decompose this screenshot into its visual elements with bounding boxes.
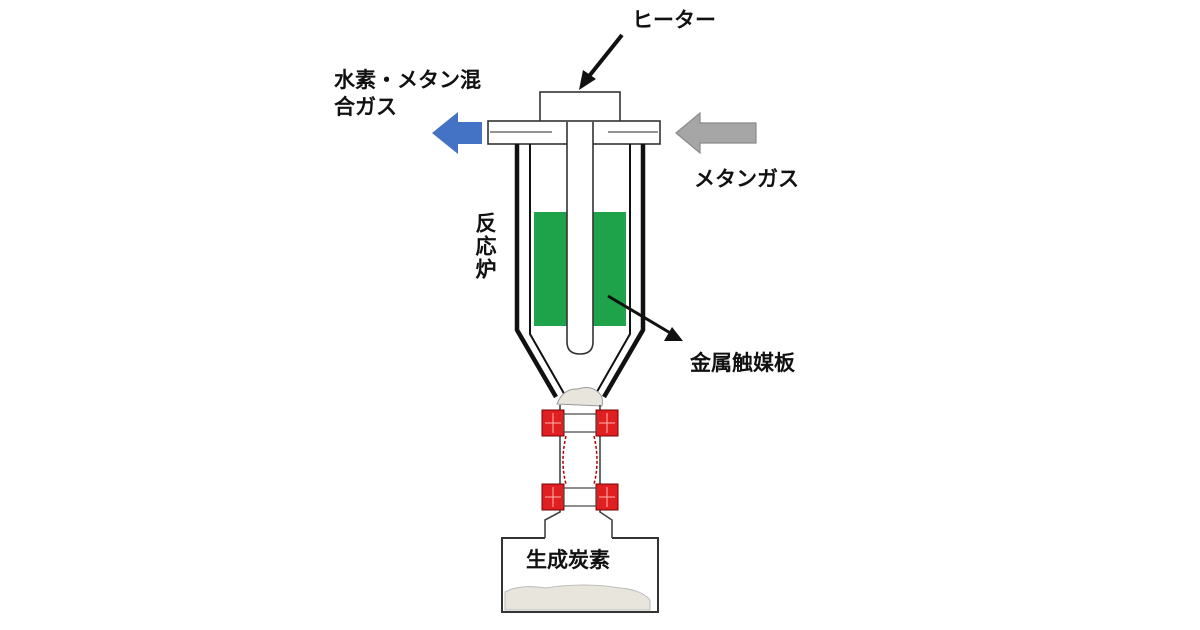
catalyst-plate-right — [590, 212, 626, 326]
reactor-inner-wall — [529, 144, 631, 398]
reactor-label: 反応炉 — [473, 212, 497, 281]
catalyst-pointer-arrow — [607, 294, 683, 341]
transfer-tube — [544, 405, 613, 538]
catalyst-plate-left — [534, 212, 570, 326]
heater-rod — [566, 122, 594, 355]
reactor-outer-wall — [514, 144, 646, 399]
mixed-gas-label-line1: 水素・メタン混 — [334, 68, 481, 92]
catalyst-plate-label: 金属触媒板 — [690, 351, 795, 375]
valve-lower — [541, 483, 619, 511]
heater-cap — [539, 91, 621, 123]
methane-gas-label: メタンガス — [694, 167, 799, 191]
carbon-pile-box — [504, 584, 651, 611]
carbon-pile-throat — [556, 387, 603, 407]
inlet-arrow — [675, 111, 757, 155]
product-carbon-label: 生成炭素 — [526, 548, 610, 572]
heater-label: ヒーター — [632, 8, 716, 32]
transfer-tube-dashed — [562, 435, 598, 485]
heater-pointer-arrow — [579, 33, 624, 90]
mixed-gas-label-line2: 合ガス — [334, 95, 397, 119]
outlet-arrow — [432, 112, 482, 154]
valve-upper — [541, 409, 619, 437]
